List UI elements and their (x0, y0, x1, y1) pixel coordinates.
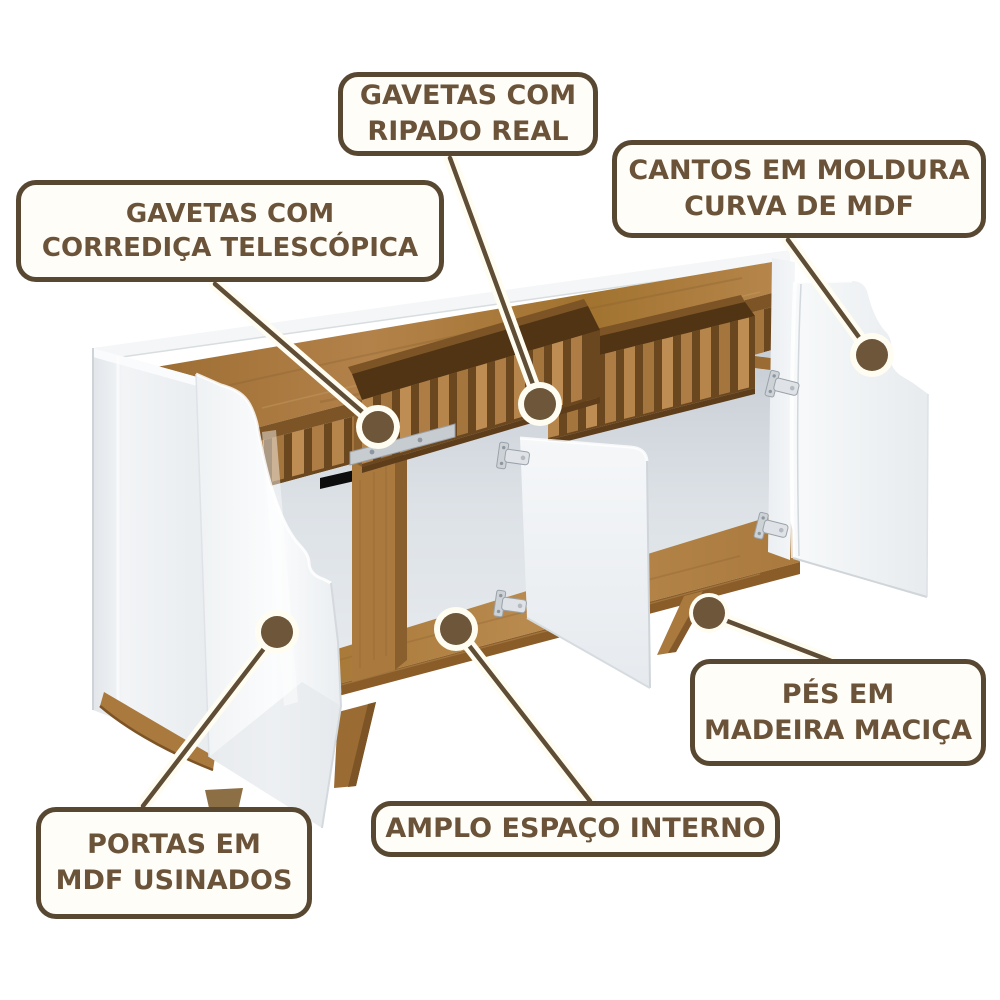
left-side-panel (92, 348, 215, 757)
wood-divider (352, 452, 407, 682)
callout-label-gavetas-ripado: GAVETAS COM RIPADO REAL (338, 72, 598, 156)
callout-dot-ripado (518, 382, 562, 426)
right-side-panel (768, 258, 795, 560)
callout-text-line: MDF USINADOS (55, 865, 293, 896)
callout-label-cantos-moldura: CANTOS EM MOLDURA CURVA DE MDF (612, 140, 986, 238)
callout-text-line: MADEIRA MACIÇA (703, 714, 973, 746)
callout-dots (255, 333, 894, 654)
callout-text-line: GAVETAS COM (125, 198, 335, 229)
center-door (519, 436, 651, 689)
telescopic-slide-rail (349, 423, 456, 466)
callout-text-line: AMPLO ESPAÇO INTERNO (385, 813, 766, 845)
callout-text-line: CANTOS EM MOLDURA (628, 155, 970, 187)
callout-label-gavetas-corredica: GAVETAS COM CORREDIÇA TELESCÓPICA (16, 180, 444, 282)
callout-dot-amplo (434, 607, 478, 651)
right-door (789, 279, 929, 598)
callout-dot-portas (255, 610, 299, 654)
callout-text-line: PÉS EM (781, 678, 895, 710)
callout-text-line: CURVA DE MDF (684, 191, 914, 222)
callout-dot-cantos (850, 333, 894, 377)
callout-text-line: PORTAS EM (87, 829, 261, 861)
callout-text-line: GAVETAS COM (359, 80, 577, 112)
callout-label-portas-mdf: PORTAS EM MDF USINADOS (36, 807, 312, 919)
callout-dot-corredica (356, 405, 400, 449)
callout-text-line: CORREDIÇA TELESCÓPICA (41, 233, 419, 263)
callout-text-line: RIPADO REAL (367, 116, 569, 147)
callout-dot-pes (689, 593, 729, 633)
callout-lines (136, 151, 876, 813)
callout-label-pes-madeira: PÉS EM MADEIRA MACIÇA (690, 659, 986, 766)
callout-label-amplo-espaco: AMPLO ESPAÇO INTERNO (371, 801, 780, 857)
